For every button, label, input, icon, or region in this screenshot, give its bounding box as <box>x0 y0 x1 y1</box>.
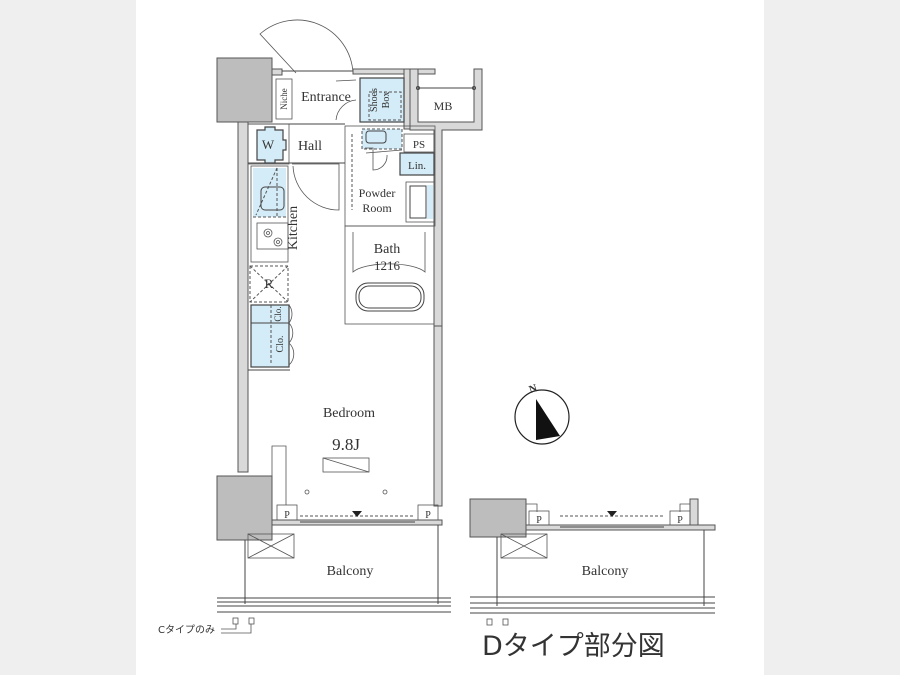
balcony-railing <box>217 597 451 613</box>
label-bedroom: Bedroom <box>323 406 375 421</box>
structural-column-top <box>216 57 273 123</box>
closets <box>250 304 290 368</box>
label-bath-size: 1216 <box>374 258 401 273</box>
c-type-drain-icon <box>221 617 255 634</box>
d-drain-icon <box>486 618 493 626</box>
structural-column-bottom <box>216 475 273 541</box>
label-powder: Powder <box>359 186 396 200</box>
bath-room <box>344 225 435 325</box>
top-wall-right <box>352 68 436 75</box>
label-refrigerator: R <box>265 276 274 291</box>
d-balcony-railing <box>470 596 715 614</box>
toilet-icon <box>365 147 403 171</box>
top-wall-left <box>271 68 283 76</box>
label-closet-small: Clo. <box>273 306 283 321</box>
air-conditioner <box>322 457 370 473</box>
d-window-entry-marker <box>607 511 617 517</box>
compass <box>514 389 570 445</box>
d-label-pipe-left: P <box>536 515 542 526</box>
kitchen-counter <box>250 165 289 263</box>
linen-closet <box>399 152 435 176</box>
label-pipe-left: P <box>284 510 290 521</box>
label-linen: Lin. <box>408 160 426 172</box>
d-label-balcony: Balcony <box>582 564 629 579</box>
closet-door-swings <box>288 304 295 366</box>
toilet-tank <box>365 130 387 144</box>
label-c-type-only: Cタイプのみ <box>158 624 215 636</box>
label-washer: W <box>262 137 275 152</box>
label-bath: Bath <box>374 242 400 257</box>
label-balcony: Balcony <box>327 564 374 579</box>
label-ps: PS <box>413 139 425 151</box>
mb-wall <box>409 68 483 476</box>
pipe-shaft <box>403 133 435 153</box>
outdoor-unit <box>247 533 295 559</box>
floor-plan: Entrance Niche Shoes Box MB Hall W PS Li… <box>158 19 716 662</box>
label-bedroom-size: 9.8J <box>332 435 360 454</box>
left-wall <box>237 121 249 473</box>
d-label-pipe-right: P <box>677 515 683 526</box>
label-mb: MB <box>434 99 453 113</box>
hall-door-swing <box>292 163 340 211</box>
compass-north-label: N <box>527 382 538 396</box>
bathtub <box>355 282 425 312</box>
label-hall: Hall <box>298 139 322 154</box>
d-outdoor-unit <box>500 533 548 559</box>
label-closet-large: Clo. <box>275 336 286 353</box>
shoes-box <box>359 77 405 123</box>
d-drain-icon <box>502 618 509 626</box>
stove <box>256 222 289 250</box>
label-pipe-right: P <box>425 510 431 521</box>
d-type-title: Dタイプ部分図 <box>482 631 665 662</box>
niche <box>275 78 293 120</box>
label-shoes: Shoes <box>369 88 380 112</box>
label-kitchen: Kitchen <box>286 206 301 250</box>
burner-icon <box>263 228 283 247</box>
d-structural-column <box>469 498 527 538</box>
label-box: Box <box>381 92 392 109</box>
kitchen-sink <box>260 186 285 211</box>
floor-plan-sheet: Entrance Niche Shoes Box MB Hall W PS Li… <box>136 0 764 675</box>
inner-door-swing <box>335 79 357 121</box>
refrigerator <box>249 265 289 303</box>
window-entry-marker <box>352 511 362 517</box>
label-niche: Niche <box>279 88 289 110</box>
entrance-door-swing <box>259 19 354 74</box>
washbasin <box>405 181 435 223</box>
north-arrow-icon <box>536 399 560 440</box>
label-room: Room <box>362 201 392 215</box>
washing-machine <box>256 126 287 164</box>
label-entrance: Entrance <box>301 90 351 105</box>
